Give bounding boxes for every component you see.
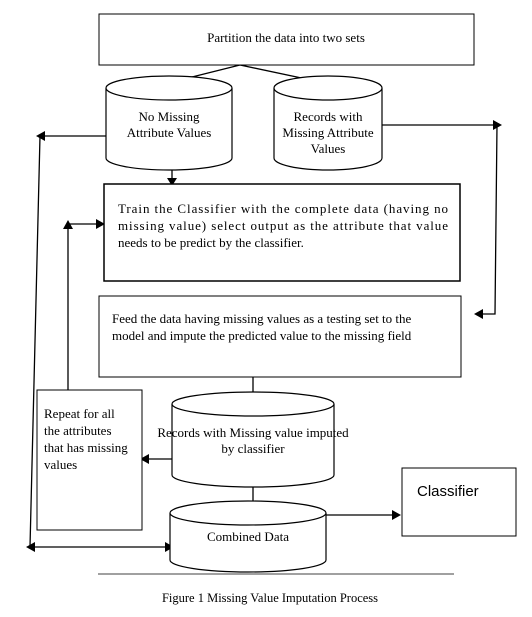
imputed-cylinder bbox=[171, 404, 335, 488]
feed-node: Feed the data having missing values as a… bbox=[98, 295, 462, 378]
connector-right-loop bbox=[382, 124, 498, 315]
repeat-label-line2: the attributes bbox=[44, 423, 112, 438]
feed-label-line2: model and impute the predicted value to … bbox=[112, 328, 412, 343]
arrowhead-into-classifier bbox=[392, 510, 401, 520]
with-missing-label-line1: Records with bbox=[294, 109, 363, 124]
with-missing-node: Records with Missing Attribute Values bbox=[273, 75, 383, 171]
train-label-line1: Train the Classifier with the complete d… bbox=[118, 201, 448, 216]
train-box bbox=[103, 183, 461, 282]
with-missing-label-line2: Missing Attribute bbox=[282, 125, 374, 140]
combined-cylinder-top bbox=[169, 500, 327, 526]
repeat-label-line1: Repeat for all bbox=[44, 406, 115, 421]
no-missing-cylinder bbox=[105, 88, 233, 171]
no-missing-cylinder-top bbox=[105, 75, 233, 101]
repeat-label-line4: values bbox=[44, 457, 77, 472]
figure-caption-group: Figure 1 Missing Value Imputation Proces… bbox=[98, 573, 454, 605]
arrowhead-into-repeat bbox=[140, 454, 149, 464]
train-node: Train the Classifier with the complete d… bbox=[103, 183, 461, 282]
feed-label-line1: Feed the data having missing values as a… bbox=[112, 311, 412, 326]
connectors bbox=[29, 64, 498, 548]
classifier-box bbox=[401, 467, 517, 537]
figure-caption: Figure 1 Missing Value Imputation Proces… bbox=[162, 591, 378, 605]
arrowhead-into-train-left bbox=[96, 219, 105, 229]
connector-left-loop bbox=[29, 135, 170, 548]
no-missing-label-line2: Attribute Values bbox=[127, 125, 212, 140]
classifier-node: Classifier bbox=[401, 467, 517, 537]
partition-box bbox=[98, 13, 475, 66]
combined-cylinder bbox=[169, 513, 327, 573]
combined-label: Combined Data bbox=[207, 529, 289, 544]
arrowhead-into-feed bbox=[474, 309, 483, 319]
with-missing-label-line3: Values bbox=[311, 141, 346, 156]
train-label-line2: missing value) select output as the attr… bbox=[118, 218, 448, 233]
no-missing-label-line1: No Missing bbox=[138, 109, 200, 124]
combined-node: Combined Data bbox=[169, 500, 327, 573]
imputed-node: Records with Missing value imputed by cl… bbox=[157, 391, 349, 488]
partition-node: Partition the data into two sets bbox=[98, 13, 475, 66]
arrowhead-loop-at-combined-left bbox=[26, 542, 35, 552]
partition-label: Partition the data into two sets bbox=[207, 30, 365, 45]
arrowhead-up-to-train bbox=[63, 220, 73, 229]
arrowhead-loop-at-with-missing bbox=[493, 120, 502, 130]
arrowhead-to-train bbox=[167, 178, 177, 186]
arrowhead-loop-at-no-missing bbox=[36, 131, 45, 141]
with-missing-cylinder bbox=[273, 88, 383, 171]
train-label-line3: needs to be predict by the classifier. bbox=[118, 235, 304, 250]
repeat-label-line3: that has missing bbox=[44, 440, 128, 455]
imputed-cylinder-top bbox=[171, 391, 335, 417]
repeat-node: Repeat for all the attributes that has m… bbox=[36, 389, 143, 531]
feed-box bbox=[98, 295, 462, 378]
imputed-label-line2: by classifier bbox=[221, 441, 285, 456]
imputed-label-line1: Records with Missing value imputed bbox=[157, 425, 349, 440]
with-missing-cylinder-top bbox=[273, 75, 383, 101]
classifier-label: Classifier bbox=[417, 483, 479, 500]
no-missing-node: No Missing Attribute Values bbox=[105, 75, 233, 171]
repeat-box bbox=[36, 389, 143, 531]
